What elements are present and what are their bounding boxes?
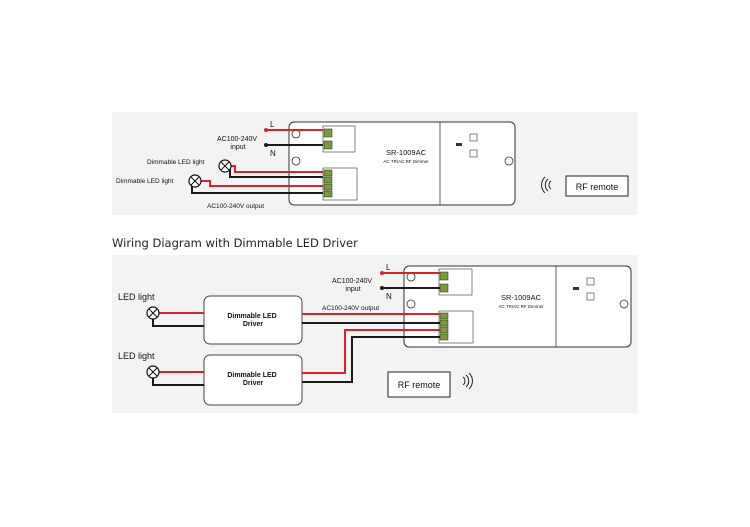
top-phase-N: N [270,149,276,158]
top-rf-remote-box [565,175,629,197]
driver-box-2 [203,354,303,406]
bottom-rf-signal-icon [462,372,473,390]
top-device-subtitle: AC TRIAC RF Dimmer [383,159,429,164]
top-rf-remote-label: RF remote [576,182,619,192]
top-dimmer-device [288,121,516,206]
bottom-load2-label: LED light [118,351,155,361]
bottom-output-label: AC100-240V output [322,305,379,312]
top-lamp-1 [218,159,232,173]
top-wiring [191,128,323,194]
top-device-model: SR-1009AC [386,148,427,157]
top-rf-signal-icon [541,176,552,194]
bottom-lamp-2 [146,365,160,379]
top-load2-label: Dimmable LED light [116,178,174,185]
bottom-input-label: AC100-240V input [332,278,374,293]
bottom-device-subtitle: AC TRIAC RF Dimmer [498,304,544,309]
top-input-label: AC100-240V input [217,136,259,151]
section-heading: Wiring Diagram with Dimmable LED Driver [112,236,358,250]
bottom-dimmer-device [403,265,632,348]
bottom-lamp-1 [146,306,160,320]
top-lamp-2 [188,174,202,188]
top-load1-label: Dimmable LED light [147,159,205,166]
bottom-load1-label: LED light [118,292,155,302]
driver-2-label: Dimmable LED Driver [227,372,278,387]
driver-box-1 [203,295,303,345]
bottom-phase-L: L [386,263,391,272]
bottom-rf-remote-label: RF remote [398,380,441,390]
bottom-device-model: SR-1009AC [501,293,542,302]
top-output-label: AC100-240V output [207,203,264,210]
top-phase-L: L [270,120,275,129]
bottom-rf-remote-box [387,371,451,398]
bottom-phase-N: N [386,292,392,301]
driver-1-label: Dimmable LED Driver [227,313,278,328]
